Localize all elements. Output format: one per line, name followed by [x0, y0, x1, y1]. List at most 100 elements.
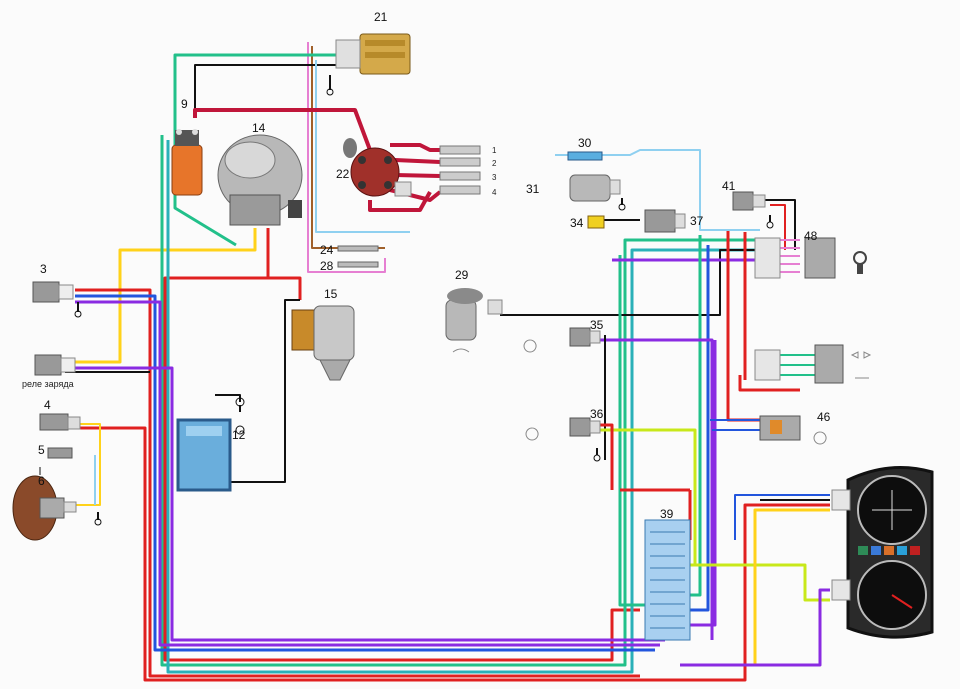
fuse-28 [567, 151, 603, 161]
turn-signal-icon [850, 351, 872, 359]
switch-46 [754, 344, 844, 384]
label-28: 30 [578, 136, 592, 150]
caption-relay-charge: реле заряда [22, 379, 74, 389]
label-35: 37 [690, 214, 704, 228]
label-5: 5 [38, 443, 45, 457]
sensors-21-22 [337, 245, 379, 268]
relay-charge [34, 354, 76, 376]
wire-bat-gnd [215, 394, 241, 402]
battery-12 [176, 397, 245, 492]
distributor-20 [343, 138, 412, 197]
pump-29 [569, 174, 626, 211]
wire-purple-31 [600, 338, 714, 640]
label-4: 4 [44, 398, 51, 412]
wire-red-46 [738, 375, 800, 392]
wire-purple-relay [65, 366, 665, 642]
label-29: 31 [526, 182, 540, 196]
wire-blue-36 [690, 245, 710, 612]
ignition-coil-9 [171, 129, 203, 196]
plug-number-4: 4 [492, 188, 497, 197]
wire-plug3 [394, 173, 441, 178]
ignition-module-19 [326, 33, 411, 96]
wire-purple-36 [690, 340, 717, 627]
wire-39 [710, 419, 760, 431]
sensor-4 [39, 413, 81, 431]
plug-number-2: 2 [492, 159, 497, 168]
label-19: 21 [374, 10, 388, 24]
wire-coil-hv [193, 108, 372, 151]
lamp-34 [569, 417, 601, 462]
wire-yellow-5 [75, 423, 101, 506]
label-6: 6 [38, 474, 45, 488]
wire-wiper [500, 249, 760, 316]
wire-yellowgreen-48 [690, 563, 830, 602]
wire-bat-pos [220, 299, 300, 483]
wire-yellowgreen-34 [600, 428, 697, 565]
wire-37-red [770, 204, 786, 250]
label-22: 28 [320, 259, 334, 273]
indicator-glyphs [452, 339, 872, 445]
sensor-5 [39, 447, 73, 475]
label-9: 9 [181, 97, 188, 111]
label-37: 41 [722, 179, 736, 193]
wires [60, 42, 830, 682]
sensor-6 [12, 475, 102, 541]
switch-39 [759, 415, 801, 441]
wire-teal-bus [166, 140, 760, 674]
wire-yellow-relay [60, 228, 257, 364]
wire-lightblue-19 [315, 60, 410, 233]
wire-red-4 [80, 426, 830, 682]
wire-46-harness [780, 354, 815, 376]
wire-green-right [618, 255, 650, 607]
label-20: 22 [336, 167, 350, 181]
wire-yellow-48 [753, 508, 830, 665]
spark-plugs [439, 145, 481, 195]
label-21: 24 [320, 243, 334, 257]
wire-purple-48 [680, 588, 830, 667]
wire-pink-loop [307, 42, 386, 273]
wire-black-19 [194, 64, 350, 118]
wire-purple-3 [75, 300, 660, 647]
fuse-box-36 [644, 519, 691, 641]
plug-number-1: 1 [492, 146, 497, 155]
wire-red-main [163, 228, 640, 662]
wire-lightblue-28 [555, 149, 760, 231]
label-39: 46 [817, 410, 831, 424]
wire-41-harness [780, 239, 800, 273]
wire-red-34 [600, 423, 614, 490]
foglamp-icon [813, 431, 827, 445]
label-41: 48 [804, 229, 818, 243]
label-14: 14 [252, 121, 266, 135]
alternator-14 [217, 134, 303, 226]
wire-red-3 [75, 288, 640, 678]
label-12: 12 [232, 428, 246, 442]
wire-plug1 [390, 143, 440, 152]
switch-35 [644, 209, 686, 233]
wire-green-bus [160, 135, 760, 667]
switch-37 [732, 191, 774, 229]
label-3: 3 [40, 262, 47, 276]
headlamp-icon [523, 339, 537, 353]
label-15: 15 [324, 287, 338, 301]
wire-blue-3 [75, 294, 655, 652]
ignition-switch-41 [754, 237, 867, 279]
wire-green-36 [690, 235, 702, 597]
instrument-cluster-48 [831, 466, 934, 639]
plug-number-3: 3 [492, 173, 497, 182]
wire-red-starter [268, 276, 302, 300]
label-30: 34 [570, 216, 584, 230]
wire-purple-41 [612, 258, 762, 270]
relay-3 [32, 281, 82, 318]
label-24: 29 [455, 268, 469, 282]
label-34: 36 [590, 407, 604, 421]
wiper-motor-24 [445, 288, 503, 341]
wire-blue-48 [734, 494, 830, 540]
label-31: 35 [590, 318, 604, 332]
lamp-31 [569, 327, 601, 347]
lowbeam-icon [525, 427, 539, 441]
starter-15 [291, 305, 355, 381]
wire-plug-loop [368, 191, 432, 212]
label-36: 39 [660, 507, 674, 521]
